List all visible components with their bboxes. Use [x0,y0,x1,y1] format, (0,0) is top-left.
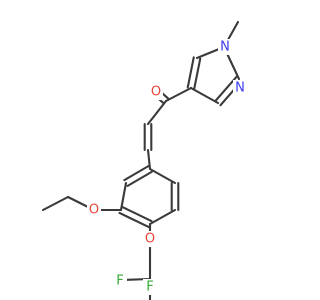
atom-label-background [87,202,101,218]
atom-label-layer: O N N O O F F [87,39,247,295]
single-bond-ch2-ch3 [41,195,70,212]
single-bond-cb-r1 [146,148,152,171]
atom-label-background [143,279,157,295]
molecule-structure: O N N O O F F [41,20,247,300]
double-bond-r1-r2 [126,170,153,187]
double-bond-c5-c4 [193,57,202,90]
single-bond-r4-r5 [148,208,177,226]
atom-label-n_ring_1: N [220,40,230,55]
atom-label-background [233,80,247,96]
atom-label-o_carbonyl: O [151,85,161,100]
atom-label-n_ring_2: N [235,81,245,96]
atom-label-background [143,231,157,247]
single-bond-c4-c3 [189,86,220,105]
atom-label-background [113,273,127,289]
atom-label-background [218,39,232,55]
atom-label-f_2: F [146,280,153,295]
bond-layer [41,20,243,300]
atom-label-o_ethoxy: O [89,203,99,218]
atom-label-f_1: F [116,274,123,289]
atom-label-background [149,84,163,100]
double-bond-r3-r4 [121,205,153,223]
single-bond-cco-ca [146,99,168,126]
double-bond-c5-c4 [186,56,195,89]
single-bond-c4-cco [164,86,193,103]
single-bond-r6-r1 [148,167,177,185]
single-bond-r2-r3 [119,181,128,212]
double-bond-r1-r2 [123,165,150,182]
double-bond-r3-r4 [118,211,150,229]
atom-label-o_difluoromethoxy: O [145,232,155,247]
